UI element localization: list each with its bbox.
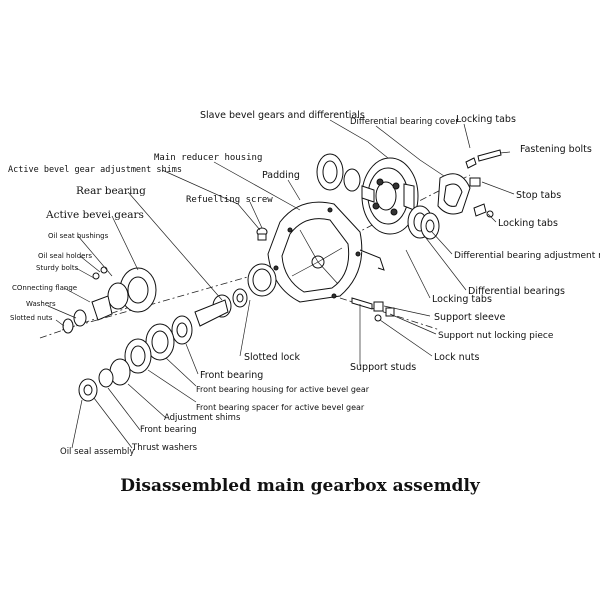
label-refuelling-screw: Refuelling screw [186,195,273,205]
differential-bearing-parts [407,205,440,240]
label-adjustment-shims: Adjustment shims [164,413,241,423]
label-front-bearing-housing: Front bearing housing for active bevel g… [196,385,370,394]
label-main-reducer-housing: Main reducer housing [154,153,262,163]
label-active-bevel-adjustment-shims: Active bevel gear adjustment shims [8,165,182,175]
label-slotted-lock: Slotted lock [244,352,301,363]
label-slave-bevel-gears: Slave bevel gears and differentials [200,110,365,121]
label-front-bearing-spacer: Front bearing spacer for active bevel ge… [196,403,365,412]
label-locking-tabs-mid: Locking tabs [432,294,492,305]
label-oil-seal-assembly: Oil seal assembly [60,447,134,457]
label-differential-adjustment-nut: Differential bearing adjustment nut [454,251,600,261]
label-oil-seal-holders: Oil seal holders [38,252,92,260]
label-washers: Washers [26,300,56,308]
slave-bevel-gear-assembly [316,153,419,235]
label-locking-tabs-right: Locking tabs [498,218,558,229]
label-support-nut-locking-piece: Support nut locking piece [438,331,554,341]
active-bevel-gear-train [78,288,248,402]
label-stop-tabs: Stop tabs [516,190,561,201]
support-stud-parts [351,297,395,322]
label-locking-tabs-top: Locking tabs [456,114,516,125]
differential-bearing-cover [437,173,471,215]
label-front-bearing: Front bearing [200,370,263,381]
part-labels: Slave bevel gears and differentials Diff… [8,110,600,457]
label-rear-bearing: Rear bearing [76,185,146,197]
label-fastening-bolts: Fastening bolts [520,144,592,155]
label-differential-bearings: Differential bearings [468,286,565,297]
padding-gasket [247,263,277,297]
label-slotted-nuts: Slotted nuts [10,314,53,322]
label-thrust-washers: Thrust washers [131,443,198,453]
label-support-sleeve: Support sleeve [434,312,505,323]
label-lock-nuts: Lock nuts [434,352,479,363]
label-padding: Padding [262,170,300,181]
refuelling-screw-part [256,227,268,241]
label-differential-bearing-cover: Differential bearing cover [350,117,459,127]
diagram-caption: Disassembled main gearbox assemdly [120,476,480,496]
label-active-bevel-gears: Active bevei gears [45,209,144,221]
leader-lines [47,119,515,449]
connecting-flange-assembly [62,266,157,334]
label-front-bearing-2: Front bearing [140,425,197,435]
label-sturdy-bolts: Sturdy bolts [36,264,79,272]
label-connecting-flange: COnnecting flange [12,284,77,292]
fastening-hardware [465,149,502,218]
label-support-studs: Support studs [350,362,416,373]
label-oil-seal-bushings: Oil seat bushings [48,232,109,240]
main-reducer-housing [267,201,385,303]
